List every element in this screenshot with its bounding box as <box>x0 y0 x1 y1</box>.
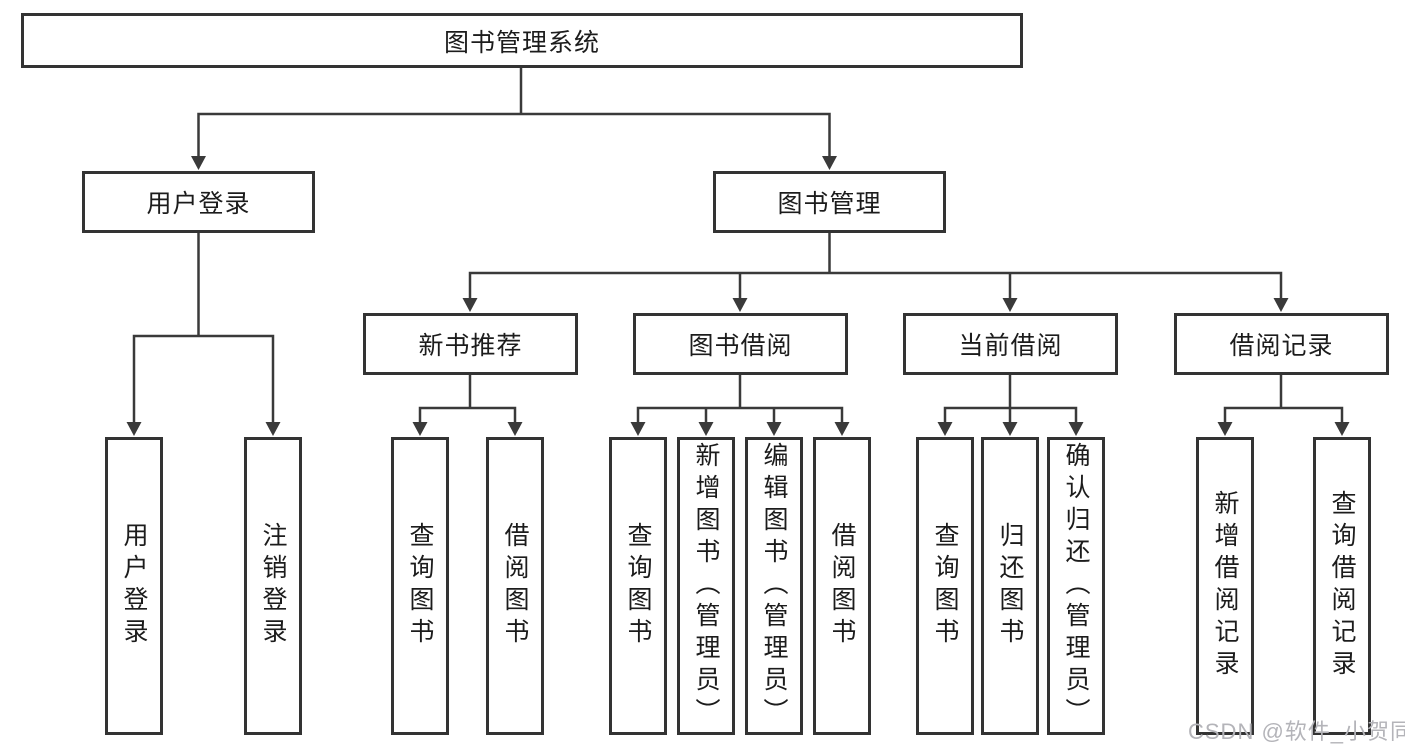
leaf-query-borrow-record: 查询借阅记录 <box>1313 437 1371 735</box>
node-new-book-recommendation: 新书推荐 <box>363 313 578 375</box>
leaf-logout: 注销登录 <box>244 437 302 735</box>
node-label: 归还图书 <box>996 522 1024 650</box>
node-current-borrowing: 当前借阅 <box>903 313 1118 375</box>
node-label: 查询图书 <box>931 522 959 650</box>
node-label: 确认归还（管理员） <box>1062 442 1090 730</box>
leaf-edit-books-admin: 编辑图书（管理员） <box>745 437 803 735</box>
leaf-return-books: 归还图书 <box>981 437 1039 735</box>
node-label: 用户登录 <box>146 190 251 218</box>
node-label: 查询借阅记录 <box>1328 490 1356 682</box>
node-label: 编辑图书（管理员） <box>760 442 788 730</box>
leaf-query-books-borrow: 查询图书 <box>609 437 667 735</box>
node-user-login: 用户登录 <box>82 171 315 233</box>
leaf-user-login: 用户登录 <box>105 437 163 735</box>
leaf-borrow-books-recommend: 借阅图书 <box>486 437 544 735</box>
leaf-query-books-recommend: 查询图书 <box>391 437 449 735</box>
node-label: 图书管理 <box>777 190 882 218</box>
node-label: 新增借阅记录 <box>1211 490 1239 682</box>
node-label: 新增图书（管理员） <box>692 442 720 730</box>
leaf-add-books-admin: 新增图书（管理员） <box>677 437 735 735</box>
node-label: 借阅记录 <box>1229 332 1334 360</box>
leaf-borrow-books: 借阅图书 <box>813 437 871 735</box>
leaf-add-borrow-record: 新增借阅记录 <box>1196 437 1254 735</box>
node-label: 用户登录 <box>120 522 148 650</box>
node-label: 当前借阅 <box>958 332 1063 360</box>
node-label: 图书管理系统 <box>443 28 600 57</box>
node-book-management: 图书管理 <box>713 171 946 233</box>
node-label: 图书借阅 <box>688 332 793 360</box>
node-book-borrowing: 图书借阅 <box>633 313 848 375</box>
node-label: 查询图书 <box>406 522 434 650</box>
leaf-confirm-return-admin: 确认归还（管理员） <box>1047 437 1105 735</box>
node-library-management-system: 图书管理系统 <box>21 13 1023 68</box>
csdn-watermark: CSDN @软件_小贺同学 <box>1188 719 1405 744</box>
node-label: 查询图书 <box>624 522 652 650</box>
node-borrowing-records: 借阅记录 <box>1174 313 1389 375</box>
node-label: 借阅图书 <box>828 522 856 650</box>
node-label: 注销登录 <box>259 522 287 650</box>
node-label: 新书推荐 <box>418 332 523 360</box>
node-label: 借阅图书 <box>501 522 529 650</box>
leaf-query-books-current: 查询图书 <box>916 437 974 735</box>
